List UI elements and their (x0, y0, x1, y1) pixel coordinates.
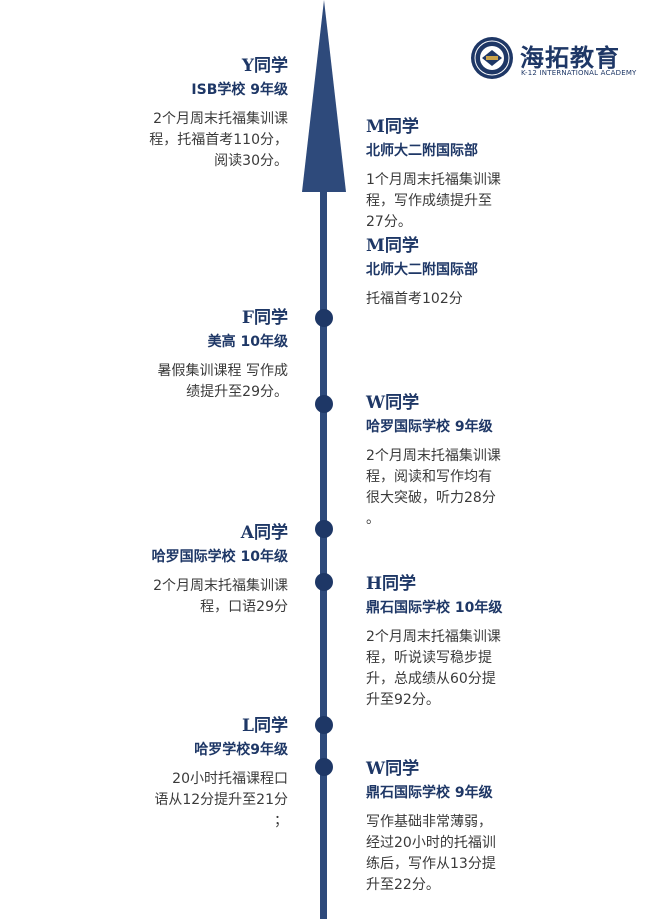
timeline-entry-left: F同学 美高 10年级 暑假集训课程 写作成 绩提升至29分。 (118, 307, 288, 403)
student-name: W同学 (366, 759, 420, 779)
timeline-entry-left: L同学 哈罗学校9年级 20小时托福课程口 语从12分提升至21分 ； (118, 715, 288, 832)
student-school: 北师大二附国际部 (366, 143, 478, 159)
student-school: 美高 10年级 (207, 334, 288, 350)
student-name: F同学 (241, 308, 288, 328)
timeline-dot (315, 573, 333, 591)
student-school: 哈罗国际学校 10年级 (151, 549, 288, 565)
student-result: 20小时托福课程口 语从12分提升至21分 ； (154, 771, 288, 829)
timeline-entry-right: H同学 鼎石国际学校 10年级 2个月周末托福集训课 程，听说读写稳步提 升，总… (366, 573, 536, 711)
student-name: H同学 (366, 574, 417, 594)
timeline-entry-right: W同学 哈罗国际学校 9年级 2个月周末托福集训课 程，阅读和写作均有 很大突破… (366, 392, 536, 530)
timeline-dot (315, 520, 333, 538)
student-name: W同学 (366, 393, 420, 413)
timeline-dot (315, 758, 333, 776)
student-result: 2个月周末托福集训课 程，托福首考110分， 阅读30分。 (149, 111, 288, 169)
timeline-entry-right: W同学 鼎石国际学校 9年级 写作基础非常薄弱， 经过20小时的托福训 练后，写… (366, 758, 536, 896)
student-result: 暑假集训课程 写作成 绩提升至29分。 (157, 363, 288, 400)
student-name: A同学 (240, 523, 288, 543)
student-result: 2个月周末托福集训课 程，口语29分 (153, 578, 288, 615)
timeline-entry-right: M同学 北师大二附国际部 1个月周末托福集训课 程，写作成绩提升至 27分。 (366, 116, 536, 233)
student-result: 托福首考102分 (366, 291, 463, 307)
timeline-entry-left: Y同学 ISB学校 9年级 2个月周末托福集训课 程，托福首考110分， 阅读3… (118, 55, 288, 172)
timeline-dot (315, 716, 333, 734)
student-result: 写作基础非常薄弱， 经过20小时的托福训 练后，写作从13分提 升至22分。 (366, 814, 496, 893)
timeline-entry-left: A同学 哈罗国际学校 10年级 2个月周末托福集训课 程，口语29分 (118, 522, 288, 618)
student-name: M同学 (366, 236, 419, 256)
student-name: L同学 (242, 716, 288, 736)
student-school: 鼎石国际学校 9年级 (366, 785, 493, 801)
brand-name: 海拓教育 (520, 44, 620, 72)
brand-subtitle: K-12 INTERNATIONAL ACADEMY (521, 69, 637, 77)
timeline-line (320, 180, 327, 919)
student-school: ISB学校 9年级 (191, 82, 288, 98)
timeline-dot (315, 395, 333, 413)
student-result: 2个月周末托福集训课 程，听说读写稳步提 升，总成绩从60分提 升至92分。 (366, 629, 501, 708)
student-school: 哈罗国际学校 9年级 (366, 419, 493, 435)
timeline-dot (315, 309, 333, 327)
student-school: 北师大二附国际部 (366, 262, 478, 278)
student-school: 哈罗学校9年级 (194, 742, 288, 758)
crest-icon (471, 37, 513, 79)
student-result: 2个月周末托福集训课 程，阅读和写作均有 很大突破，听力28分 。 (366, 448, 501, 527)
timeline-entry-right: M同学 北师大二附国际部 托福首考102分 (366, 235, 536, 310)
timeline-arrow-icon (302, 0, 346, 192)
student-result: 1个月周末托福集训课 程，写作成绩提升至 27分。 (366, 172, 501, 230)
student-school: 鼎石国际学校 10年级 (366, 600, 503, 616)
student-name: Y同学 (241, 56, 288, 76)
brand-logo: 海拓教育 K-12 INTERNATIONAL ACADEMY (470, 36, 636, 84)
student-name: M同学 (366, 117, 419, 137)
